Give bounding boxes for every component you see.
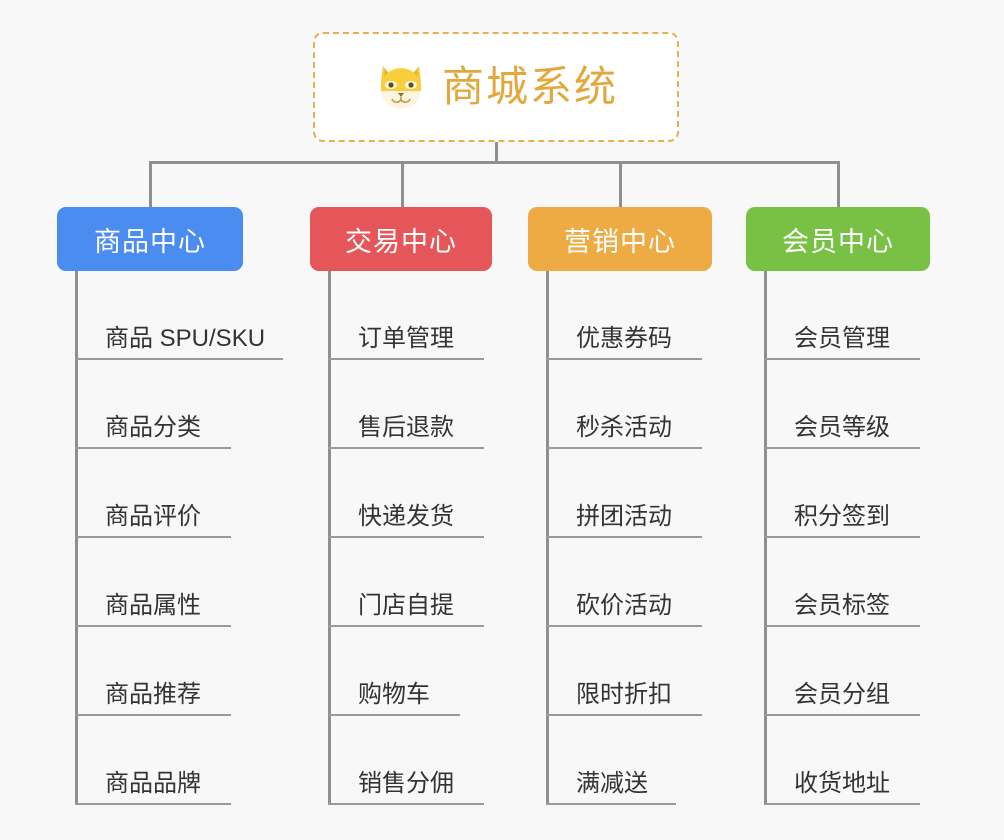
leaf-item[interactable]: 会员分组	[764, 627, 920, 716]
leaf-label: 商品属性	[105, 592, 201, 619]
leaf-item[interactable]: 砍价活动	[546, 538, 702, 627]
leaf-underline	[75, 536, 231, 538]
branch-trunk-marketing-center	[546, 271, 549, 805]
leaf-underline	[75, 625, 231, 627]
connector-drop-member-center	[837, 161, 840, 207]
leaf-label: 会员分组	[794, 681, 890, 708]
leaf-label: 售后退款	[358, 414, 454, 441]
leaf-item[interactable]: 会员标签	[764, 538, 920, 627]
leaf-underline	[75, 714, 231, 716]
leaf-underline	[764, 358, 920, 360]
leaf-item[interactable]: 商品 SPU/SKU	[75, 271, 283, 360]
leaf-label: 门店自提	[358, 592, 454, 619]
leaf-label: 积分签到	[794, 503, 890, 530]
leaf-underline	[546, 358, 702, 360]
branch-header-trade-center[interactable]: 交易中心	[310, 207, 492, 271]
leaf-item[interactable]: 订单管理	[328, 271, 484, 360]
connector-drop-product-center	[149, 161, 152, 207]
leaf-label: 会员标签	[794, 592, 890, 619]
leaf-underline	[764, 625, 920, 627]
branch-trunk-trade-center	[328, 271, 331, 805]
connector-drop-trade-center	[401, 161, 404, 207]
leaf-underline	[328, 447, 484, 449]
leaf-underline	[75, 447, 231, 449]
leaf-underline	[75, 358, 283, 360]
leaf-item[interactable]: 购物车	[328, 627, 460, 716]
leaf-label: 购物车	[358, 681, 430, 708]
leaf-label: 销售分佣	[358, 770, 454, 797]
leaf-item[interactable]: 门店自提	[328, 538, 484, 627]
leaf-underline	[328, 803, 484, 805]
leaf-underline	[764, 714, 920, 716]
leaf-label: 订单管理	[358, 325, 454, 352]
root-title: 商城系统	[441, 63, 618, 110]
leaf-underline	[764, 536, 920, 538]
leaf-label: 商品品牌	[105, 770, 201, 797]
leaf-underline	[328, 625, 484, 627]
leaf-underline	[328, 714, 460, 716]
leaf-item[interactable]: 商品评价	[75, 449, 231, 538]
leaf-item[interactable]: 优惠券码	[546, 271, 702, 360]
leaf-label: 快递发货	[358, 503, 454, 530]
leaf-label: 收货地址	[794, 770, 890, 797]
leaf-item[interactable]: 收货地址	[764, 716, 920, 805]
connector-drop-marketing-center	[619, 161, 622, 207]
leaf-label: 砍价活动	[576, 592, 672, 619]
leaf-underline	[546, 447, 702, 449]
leaf-label: 会员等级	[794, 414, 890, 441]
leaf-underline	[328, 358, 484, 360]
leaf-underline	[764, 803, 920, 805]
leaf-label: 秒杀活动	[576, 414, 672, 441]
leaf-label: 商品 SPU/SKU	[105, 325, 266, 352]
leaf-label: 限时折扣	[576, 681, 672, 708]
leaf-underline	[75, 803, 231, 805]
leaf-item[interactable]: 销售分佣	[328, 716, 484, 805]
leaf-item[interactable]: 快递发货	[328, 449, 484, 538]
leaf-underline	[328, 536, 484, 538]
dog-face-icon	[380, 66, 421, 109]
connector-horizontal-bus	[149, 161, 839, 164]
branch-header-member-center[interactable]: 会员中心	[746, 207, 930, 271]
branch-header-marketing-center[interactable]: 营销中心	[528, 207, 712, 271]
leaf-item[interactable]: 商品推荐	[75, 627, 231, 716]
leaf-item[interactable]: 限时折扣	[546, 627, 702, 716]
leaf-label: 满减送	[576, 770, 648, 797]
leaf-underline	[546, 714, 702, 716]
leaf-item[interactable]: 积分签到	[764, 449, 920, 538]
leaf-label: 优惠券码	[576, 325, 672, 352]
branch-trunk-product-center	[75, 271, 78, 805]
leaf-item[interactable]: 商品分类	[75, 360, 231, 449]
leaf-item[interactable]: 会员管理	[764, 271, 920, 360]
connector-root-stem	[495, 142, 498, 164]
leaf-underline	[546, 625, 702, 627]
leaf-label: 商品推荐	[105, 681, 201, 708]
leaf-label: 商品评价	[105, 503, 201, 530]
leaf-item[interactable]: 商品属性	[75, 538, 231, 627]
leaf-item[interactable]: 会员等级	[764, 360, 920, 449]
leaf-underline	[764, 447, 920, 449]
leaf-item[interactable]: 满减送	[546, 716, 676, 805]
leaf-item[interactable]: 拼团活动	[546, 449, 702, 538]
leaf-underline	[546, 536, 702, 538]
leaf-label: 会员管理	[794, 325, 890, 352]
leaf-underline	[546, 803, 676, 805]
branch-header-product-center[interactable]: 商品中心	[57, 207, 243, 271]
leaf-item[interactable]: 秒杀活动	[546, 360, 702, 449]
leaf-item[interactable]: 售后退款	[328, 360, 484, 449]
branch-trunk-member-center	[764, 271, 767, 805]
leaf-item[interactable]: 商品品牌	[75, 716, 231, 805]
leaf-label: 拼团活动	[576, 503, 672, 530]
root-node-shop-system[interactable]: 商城系统	[313, 32, 679, 142]
leaf-label: 商品分类	[105, 414, 201, 441]
